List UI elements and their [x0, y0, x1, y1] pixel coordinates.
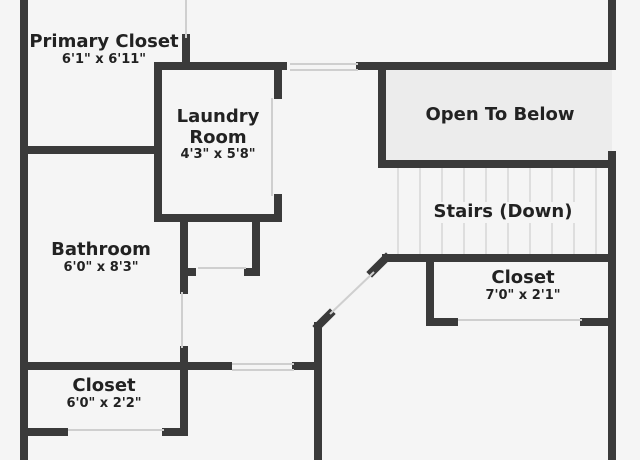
room-dimensions: 4'3" x 5'8": [180, 147, 256, 163]
room-name: Stairs (Down): [433, 201, 573, 222]
open-to-below-area: [386, 68, 612, 161]
room-dimensions: 7'0" x 2'1": [485, 287, 561, 303]
room-label-primary-closet: Primary Closet 6'1" x 6'11": [29, 31, 179, 68]
room-dimensions: 6'0" x 8'3": [63, 259, 139, 275]
room-name-line2: Room: [189, 126, 247, 148]
room-label-stairs: Stairs (Down): [429, 201, 577, 223]
room-name-line1: Laundry: [176, 106, 260, 127]
room-name: Primary Closet: [29, 31, 179, 52]
room-dimensions: 6'1" x 6'11": [61, 51, 147, 67]
room-dimensions: 6'0" x 2'2": [66, 395, 142, 411]
room-label-open-to-below: Open To Below: [425, 104, 575, 126]
walls: [20, 0, 616, 460]
room-label-closet-right: Closet 7'0" x 2'1": [485, 267, 561, 304]
room-label-bathroom: Bathroom 6'0" x 8'3": [51, 239, 151, 276]
room-name: Open To Below: [425, 104, 575, 125]
openings: [68, 0, 582, 431]
room-name: Closet: [491, 267, 555, 288]
room-name: Bathroom: [51, 239, 151, 260]
room-label-closet-left: Closet 6'0" x 2'2": [66, 375, 142, 412]
room-label-laundry: Laundry Room 4'3" x 5'8": [176, 106, 260, 163]
room-name: Closet: [72, 375, 136, 396]
